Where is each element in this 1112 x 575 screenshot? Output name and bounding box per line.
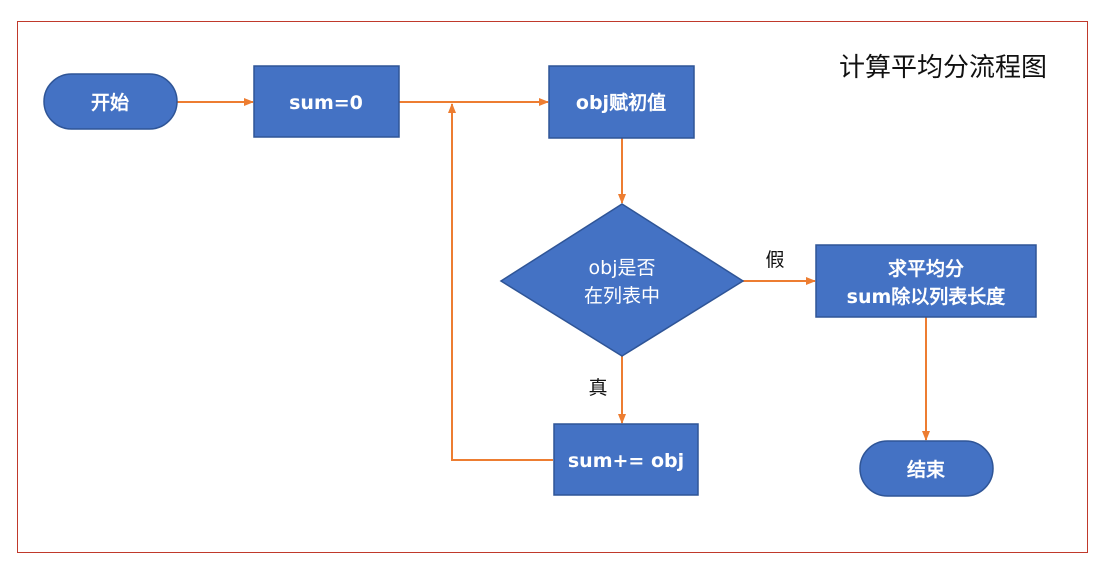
end-node: 结束 — [859, 440, 994, 497]
edge-loop-back — [448, 103, 553, 461]
true-label: 真 — [588, 377, 607, 399]
average-node: 求平均分 sum除以列表长度 — [815, 244, 1037, 318]
init-sum-node: sum=0 — [253, 65, 400, 138]
accumulate-node: sum+= obj — [553, 423, 699, 496]
false-label: 假 — [765, 249, 784, 271]
end-node-label: 结束 — [907, 458, 946, 481]
average-label-line2: sum除以列表长度 — [847, 285, 1007, 308]
condition-label-line1: obj是否 — [589, 257, 656, 279]
connectors — [177, 98, 930, 461]
accumulate-label: sum+= obj — [568, 450, 684, 472]
average-label-line1: 求平均分 — [888, 257, 964, 280]
obj-assign-node: obj赋初值 — [548, 65, 695, 139]
init-sum-label: sum=0 — [289, 92, 363, 114]
condition-label-line2: 在列表中 — [584, 285, 660, 307]
diagram-frame — [17, 21, 1088, 553]
start-node: 开始 — [43, 73, 178, 130]
condition-node: obj是否 在列表中 — [499, 203, 745, 357]
diagram-title: 计算平均分流程图 — [839, 53, 1047, 83]
obj-assign-label: obj赋初值 — [576, 91, 666, 114]
start-node-label: 开始 — [91, 91, 129, 114]
